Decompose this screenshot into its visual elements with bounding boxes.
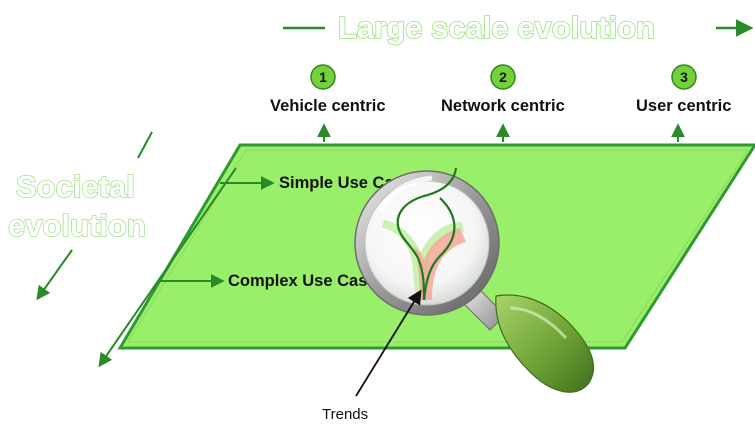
plane-inner-edge <box>127 149 749 343</box>
trends-annotation: Trends <box>322 289 422 423</box>
stage-1-badge <box>310 64 336 90</box>
societal-line-top <box>137 131 153 159</box>
trends-label: Trends <box>322 406 368 423</box>
stage-3-badge <box>671 64 697 90</box>
simple-use-case: Simple Use Case <box>220 174 412 192</box>
lens-highlight <box>377 175 433 212</box>
trends-arrow <box>355 289 422 397</box>
stage-1-number: 1 <box>319 69 327 85</box>
stage-1: 1 Vehicle centric <box>270 64 386 142</box>
stage-3-number: 3 <box>680 69 688 85</box>
stage-2-number: 2 <box>499 69 507 85</box>
stage-1-label: Vehicle centric <box>270 97 386 115</box>
stage-2-badge <box>490 64 516 90</box>
complex-use-case-label: Complex Use Case <box>228 272 377 290</box>
plane-diagonal-arrow <box>98 167 237 368</box>
trend-shapes <box>382 167 466 301</box>
stage-3-label: User centric <box>636 97 731 115</box>
societal-line1: Societal <box>16 169 135 204</box>
large-scale-title: Large scale evolution <box>338 10 655 45</box>
magnifying-glass-icon <box>354 167 595 393</box>
complex-use-case: Complex Use Case <box>158 272 377 290</box>
large-scale-header: Large scale evolution <box>283 9 754 46</box>
societal-arrow <box>36 249 73 301</box>
stage-2-label: Network centric <box>441 97 565 115</box>
stage-3: 3 User centric <box>636 64 731 142</box>
stage-2: 2 Network centric <box>441 64 565 142</box>
societal-evolution: Societal evolution <box>7 131 153 301</box>
societal-line2: evolution <box>8 208 146 243</box>
simple-use-case-label: Simple Use Case <box>279 174 412 192</box>
